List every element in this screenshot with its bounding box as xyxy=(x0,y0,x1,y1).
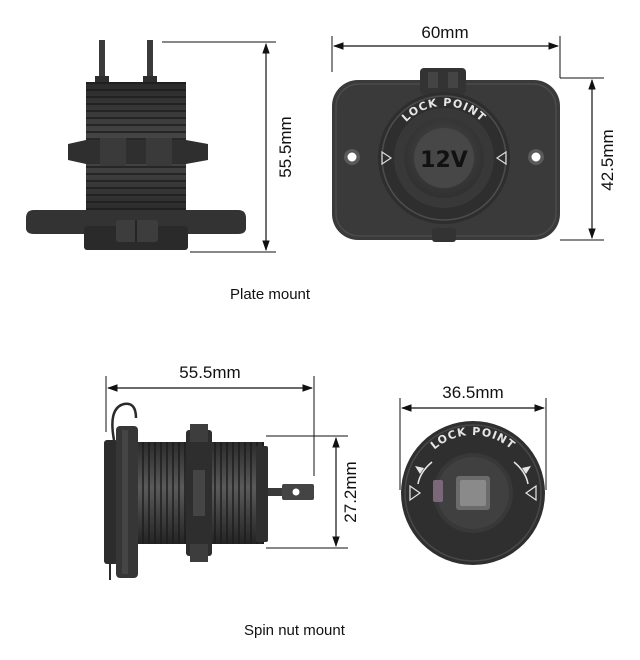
spin-front-diameter-label: 36.5mm xyxy=(442,383,503,402)
voltage-label: 12V xyxy=(420,148,468,173)
terminal-spade xyxy=(147,40,153,82)
front-flange xyxy=(104,440,118,564)
cable-loop xyxy=(111,402,138,441)
terminal-spade xyxy=(268,488,282,496)
spin-nut-side-view: 55.5mm 27.2mm xyxy=(104,363,360,580)
plate-side-height-label: 55.5mm xyxy=(276,116,295,177)
plate-front-width-label: 60mm xyxy=(421,23,468,42)
plate-mount-front-view: LOCK POINT 12V 60mm 42.5mm xyxy=(331,23,617,242)
spin-side-length-label: 55.5mm xyxy=(179,363,240,382)
plate-mount-caption: Plate mount xyxy=(230,286,311,303)
terminal-spade xyxy=(99,40,105,82)
spin-nut-mount-caption: Spin nut mount xyxy=(244,622,345,639)
hinge-tab xyxy=(420,68,466,94)
nut-band xyxy=(68,140,208,164)
plate-front-height-label: 42.5mm xyxy=(598,129,617,190)
spin-nut-front-view: LOCK POINT 36.5mm xyxy=(399,383,547,565)
spin-side-diameter-label: 27.2mm xyxy=(341,461,360,522)
plate-mount-side-view: 55.5mm xyxy=(26,40,295,253)
